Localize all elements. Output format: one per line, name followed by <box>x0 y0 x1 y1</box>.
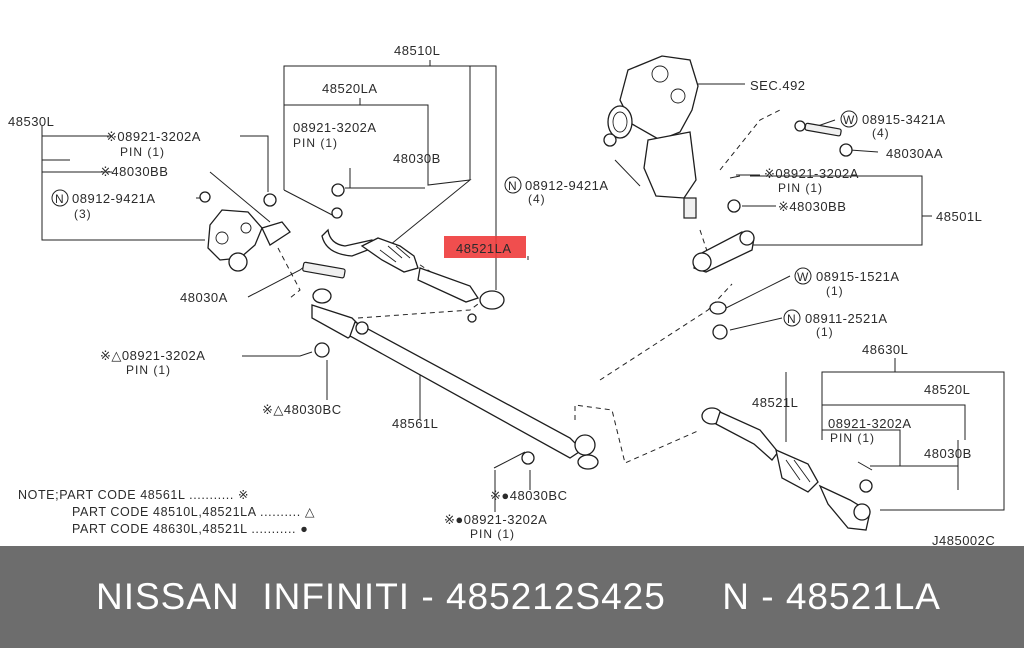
diagram-code: J485002C <box>932 533 995 546</box>
label-08912-left-qty: (3) <box>74 207 92 221</box>
svg-text:N: N <box>787 312 797 326</box>
label-star-08921-left: ※08921-3202A <box>106 129 201 144</box>
label-08912-center: 08912-9421A <box>525 178 609 193</box>
label-tri-08921: ※△08921-3202A <box>100 348 205 363</box>
label-08921-right-bottom: 08921-3202A <box>828 416 912 431</box>
label-tri-pin-qty: PIN (1) <box>126 363 171 377</box>
pitman-idler-arm <box>692 175 755 340</box>
note-line-1: NOTE;PART CODE 48561L ........... ※ <box>18 488 249 502</box>
note-line-3: PART CODE 48630L,48521L ........... ● <box>72 522 308 536</box>
part-labels: 48510L 48520LA 48530L 08921-3202A PIN (1… <box>8 43 995 546</box>
label-star-48030BB-left: ※48030BB <box>100 164 168 179</box>
notes-block: NOTE;PART CODE 48561L ........... ※ PART… <box>18 488 315 536</box>
label-48630L: 48630L <box>862 342 908 357</box>
label-star-pin-qty-left: PIN (1) <box>120 145 165 159</box>
label-48520LA: 48520LA <box>322 81 378 96</box>
svg-text:W: W <box>843 113 855 127</box>
parts-diagram: 48510L 48520LA 48530L 08921-3202A PIN (1… <box>8 43 1005 546</box>
circled-n-icon: N <box>783 309 801 327</box>
circled-n-icon: N <box>51 189 69 207</box>
part-number-banner: NISSAN INFINITI - 485212S425 N - 48521LA <box>0 546 1024 648</box>
label-star-pin-qty-right: PIN (1) <box>778 181 823 195</box>
label-48520L: 48520L <box>924 382 970 397</box>
label-48030AA: 48030AA <box>886 146 943 161</box>
label-08921-right-bottom-qty: PIN (1) <box>830 431 875 445</box>
label-48030B-right: 48030B <box>924 446 972 461</box>
banner-text: NISSAN INFINITI - 485212S425 N - 48521LA <box>96 576 941 617</box>
label-48521L: 48521L <box>752 395 798 410</box>
label-08915-3421A-qty: (4) <box>872 126 890 140</box>
label-48030A: 48030A <box>180 290 228 305</box>
left-idler-bracket <box>199 191 346 279</box>
label-08915-3421A: 08915-3421A <box>862 112 946 127</box>
label-08911-2521A-qty: (1) <box>816 325 834 339</box>
label-dot-48030BC: ※●48030BC <box>490 488 567 503</box>
label-star-08921-right: ※08921-3202A <box>764 166 859 181</box>
center-link <box>311 288 599 470</box>
svg-text:N: N <box>55 192 65 206</box>
svg-text:N: N <box>508 179 518 193</box>
label-pin-qty-top: PIN (1) <box>293 136 338 150</box>
label-48510L: 48510L <box>394 43 440 58</box>
circled-w-icon: W <box>840 110 858 128</box>
label-08915-1521A-qty: (1) <box>826 284 844 298</box>
label-08915-1521A: 08915-1521A <box>816 269 900 284</box>
label-dot-pin-qty: PIN (1) <box>470 527 515 541</box>
circled-w-icon: W <box>794 267 812 285</box>
svg-text:W: W <box>797 270 809 284</box>
label-dot-08921: ※●08921-3202A <box>444 512 547 527</box>
label-tri-48030BC: ※△48030BC <box>262 402 342 417</box>
label-sec-492: SEC.492 <box>750 78 806 93</box>
label-08912-left: 08912-9421A <box>72 191 156 206</box>
left-tie-rod-end <box>321 183 505 323</box>
highlight-tag-48521LA <box>444 236 526 258</box>
note-line-2: PART CODE 48510L,48521LA .......... △ <box>72 505 315 519</box>
steering-gearbox <box>603 55 853 219</box>
label-48030B-top: 48030B <box>393 151 441 166</box>
right-tie-rod <box>701 407 873 531</box>
label-star-48030BB-right: ※48030BB <box>778 199 846 214</box>
leader-lines <box>41 60 1005 512</box>
label-48561L: 48561L <box>392 416 438 431</box>
circled-n-icon: N <box>504 176 522 194</box>
label-48501L: 48501L <box>936 209 982 224</box>
label-48521LA-highlight: 48521LA <box>456 241 512 256</box>
label-08911-2521A: 08911-2521A <box>805 311 888 326</box>
label-48530L: 48530L <box>8 114 54 129</box>
label-08912-center-qty: (4) <box>528 192 546 206</box>
label-pin-08921-top: 08921-3202A <box>293 120 377 135</box>
